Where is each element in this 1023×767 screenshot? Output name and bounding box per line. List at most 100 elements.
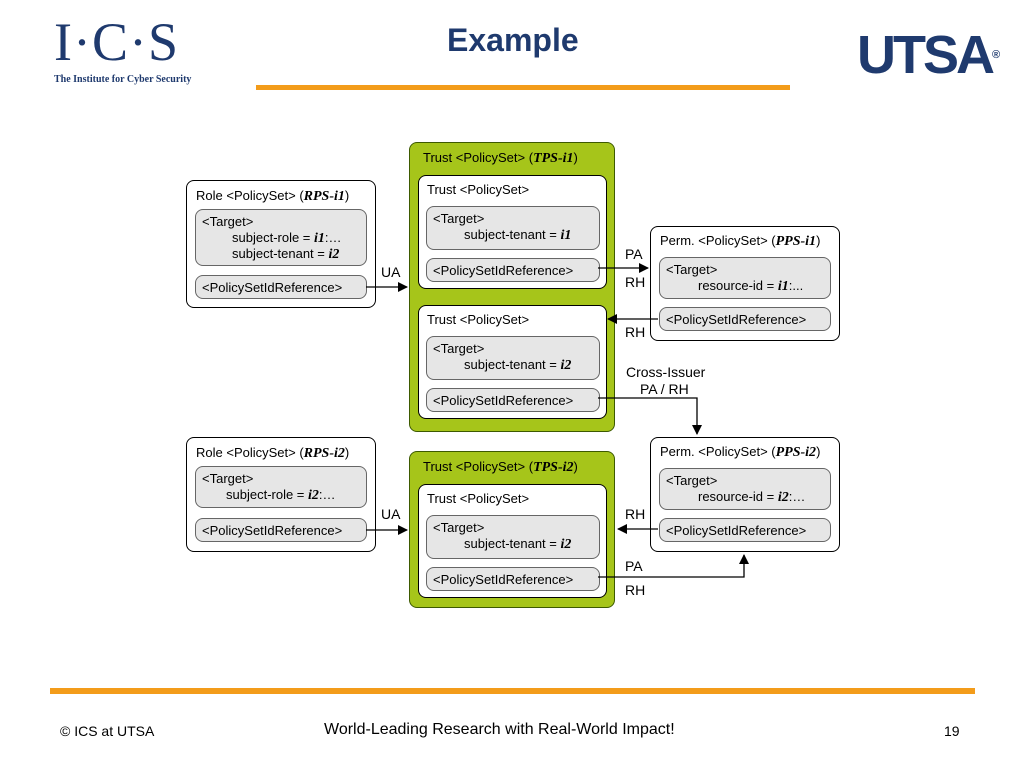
ics-logo-subtitle: The Institute for Cyber Security	[54, 74, 192, 85]
rps-i1-id: RPS-i1	[303, 189, 345, 204]
rps-i2-line1-val: i2	[308, 488, 319, 503]
tps-i2-a-title: Trust <PolicySet>	[427, 491, 530, 506]
perm-policyset-pps-i1: Perm. <PolicySet> (PPS-i1) <Target> reso…	[650, 226, 840, 341]
rh-label-top-1: RH	[625, 274, 646, 290]
tps-i1-b-line-key: subject-tenant =	[464, 357, 561, 372]
tps-i2-title-text: Trust <PolicySet> (	[423, 459, 534, 474]
rps-i1-line1-val: i1	[314, 231, 325, 246]
rps-i2-line1: subject-role = i2:…	[226, 487, 336, 504]
tps-i1-b-target-box: <Target> subject-tenant = i2	[426, 336, 600, 380]
tps-i2-id: TPS-i2	[533, 460, 574, 475]
tps-i2-title: Trust <PolicySet> (TPS-i2)	[423, 459, 578, 476]
rps-i2-target-box: <Target> subject-role = i2:…	[195, 466, 367, 508]
tps-i1-trust-b: Trust <PolicySet> <Target> subject-tenan…	[418, 305, 607, 419]
tps-i1-title-text: Trust <PolicySet> (	[423, 150, 534, 165]
rps-i1-title-text: Role <PolicySet> (	[196, 188, 304, 203]
tps-i1-b-target: <Target>	[433, 341, 485, 356]
rps-i2-line1-key: subject-role =	[226, 487, 309, 502]
footer-rule	[50, 688, 975, 694]
tps-i1-a-title: Trust <PolicySet>	[427, 182, 530, 197]
trust-policyset-tps-i2: Trust <PolicySet> (TPS-i2) Trust <Policy…	[409, 451, 615, 608]
rh-label-bottom-2: RH	[625, 582, 646, 598]
pps-i2-id: PPS-i2	[775, 445, 817, 460]
pps-i1-id: PPS-i1	[775, 234, 817, 249]
tps-i1-close: )	[573, 150, 578, 165]
rps-i1-line1-key: subject-role =	[232, 230, 315, 245]
pps-i2-line-key: resource-id =	[698, 489, 778, 504]
rps-i1-title: Role <PolicySet> (RPS-i1)	[196, 188, 349, 205]
tps-i2-a-line: subject-tenant = i2	[464, 536, 571, 553]
tps-i2-close: )	[573, 459, 578, 474]
pps-i2-close: )	[816, 444, 821, 459]
rps-i1-line1-suffix: :…	[324, 230, 342, 245]
rh-label-bottom-1: RH	[625, 506, 646, 522]
pps-i2-ref-box: <PolicySetIdReference>	[659, 518, 831, 542]
tps-i1-b-ref-box: <PolicySetIdReference>	[426, 388, 600, 412]
rps-i1-line2-val: i2	[328, 247, 340, 262]
rps-i2-line1-suffix: :…	[318, 487, 336, 502]
tps-i1-a-target-box: <Target> subject-tenant = i1	[426, 206, 600, 250]
pps-i1-ref: <PolicySetIdReference>	[666, 312, 807, 327]
pps-i1-target: <Target>	[666, 262, 718, 277]
pps-i1-title: Perm. <PolicySet> (PPS-i1)	[660, 233, 820, 250]
pps-i2-target: <Target>	[666, 473, 718, 488]
footer-copyright: © ICS at UTSA	[60, 723, 155, 739]
tps-i1-a-target: <Target>	[433, 211, 485, 226]
cross-issuer-label-2: PA / RH	[640, 381, 689, 397]
rps-i2-title: Role <PolicySet> (RPS-i2)	[196, 445, 349, 462]
role-policyset-rps-i2: Role <PolicySet> (RPS-i2) <Target> subje…	[186, 437, 376, 552]
rps-i2-ref-box: <PolicySetIdReference>	[195, 518, 367, 542]
registered-mark: ®	[992, 49, 1001, 61]
tps-i2-trust-a: Trust <PolicySet> <Target> subject-tenan…	[418, 484, 607, 598]
pa-arrow-bottom	[598, 554, 749, 578]
ics-logo-letters: I·C·S	[54, 12, 179, 72]
rps-i1-target: <Target>	[202, 214, 254, 229]
pps-i2-line: resource-id = i2:…	[698, 489, 805, 506]
rps-i2-close: )	[344, 445, 350, 460]
trust-policyset-tps-i1: Trust <PolicySet> (TPS-i1) Trust <Policy…	[409, 142, 615, 432]
title-underline	[256, 85, 790, 90]
ua-label-bottom: UA	[381, 506, 401, 522]
tps-i1-a-line-key: subject-tenant =	[464, 227, 561, 242]
tps-i1-b-line: subject-tenant = i2	[464, 357, 571, 374]
cross-issuer-arrow	[598, 397, 702, 435]
pps-i1-line-key: resource-id =	[698, 278, 778, 293]
pps-i2-line-suffix: :…	[788, 489, 806, 504]
tps-i1-title: Trust <PolicySet> (TPS-i1)	[423, 150, 578, 167]
utsa-logo: UTSA®	[857, 28, 1000, 82]
pps-i1-line: resource-id = i1:...	[698, 278, 803, 295]
tps-i2-a-ref: <PolicySetIdReference>	[433, 572, 574, 587]
role-policyset-rps-i1: Role <PolicySet> (RPS-i1) <Target> subje…	[186, 180, 376, 308]
tps-i2-a-target-box: <Target> subject-tenant = i2	[426, 515, 600, 559]
tps-i1-trust-a: Trust <PolicySet> <Target> subject-tenan…	[418, 175, 607, 289]
tps-i1-b-ref: <PolicySetIdReference>	[433, 393, 574, 408]
rps-i1-close: )	[344, 188, 350, 203]
tps-i1-id: TPS-i1	[533, 151, 574, 166]
rps-i1-ref-box: <PolicySetIdReference>	[195, 275, 367, 299]
tps-i1-a-line-val: i1	[560, 228, 572, 243]
pps-i1-ref-box: <PolicySetIdReference>	[659, 307, 831, 331]
tps-i1-b-line-val: i2	[560, 358, 572, 373]
pps-i2-title-text: Perm. <PolicySet> (	[660, 444, 776, 459]
tps-i1-b-title: Trust <PolicySet>	[427, 312, 530, 327]
ua-label-top: UA	[381, 264, 401, 280]
footer-tagline: World-Leading Research with Real-World I…	[324, 721, 675, 738]
cross-issuer-label-1: Cross-Issuer	[626, 364, 706, 380]
tps-i2-a-line-key: subject-tenant =	[464, 536, 561, 551]
pps-i1-title-text: Perm. <PolicySet> (	[660, 233, 776, 248]
pps-i1-close: )	[816, 233, 821, 248]
pa-label-bottom: PA	[625, 558, 643, 574]
rps-i2-title-text: Role <PolicySet> (	[196, 445, 304, 460]
tps-i1-a-line: subject-tenant = i1	[464, 227, 571, 244]
tps-i2-a-target: <Target>	[433, 520, 485, 535]
tps-i2-a-line-val: i2	[560, 537, 572, 552]
tps-i1-a-ref-box: <PolicySetIdReference>	[426, 258, 600, 282]
utsa-logo-text: UTSA	[857, 25, 995, 85]
rps-i1-target-box: <Target> subject-role = i1:… subject-ten…	[195, 209, 367, 266]
pps-i2-target-box: <Target> resource-id = i2:…	[659, 468, 831, 510]
tps-i1-a-ref: <PolicySetIdReference>	[433, 263, 574, 278]
slide-title: Example	[447, 22, 579, 58]
rps-i2-target: <Target>	[202, 471, 254, 486]
rps-i2-id: RPS-i2	[303, 446, 345, 461]
pps-i1-line-suffix: :...	[788, 278, 804, 293]
